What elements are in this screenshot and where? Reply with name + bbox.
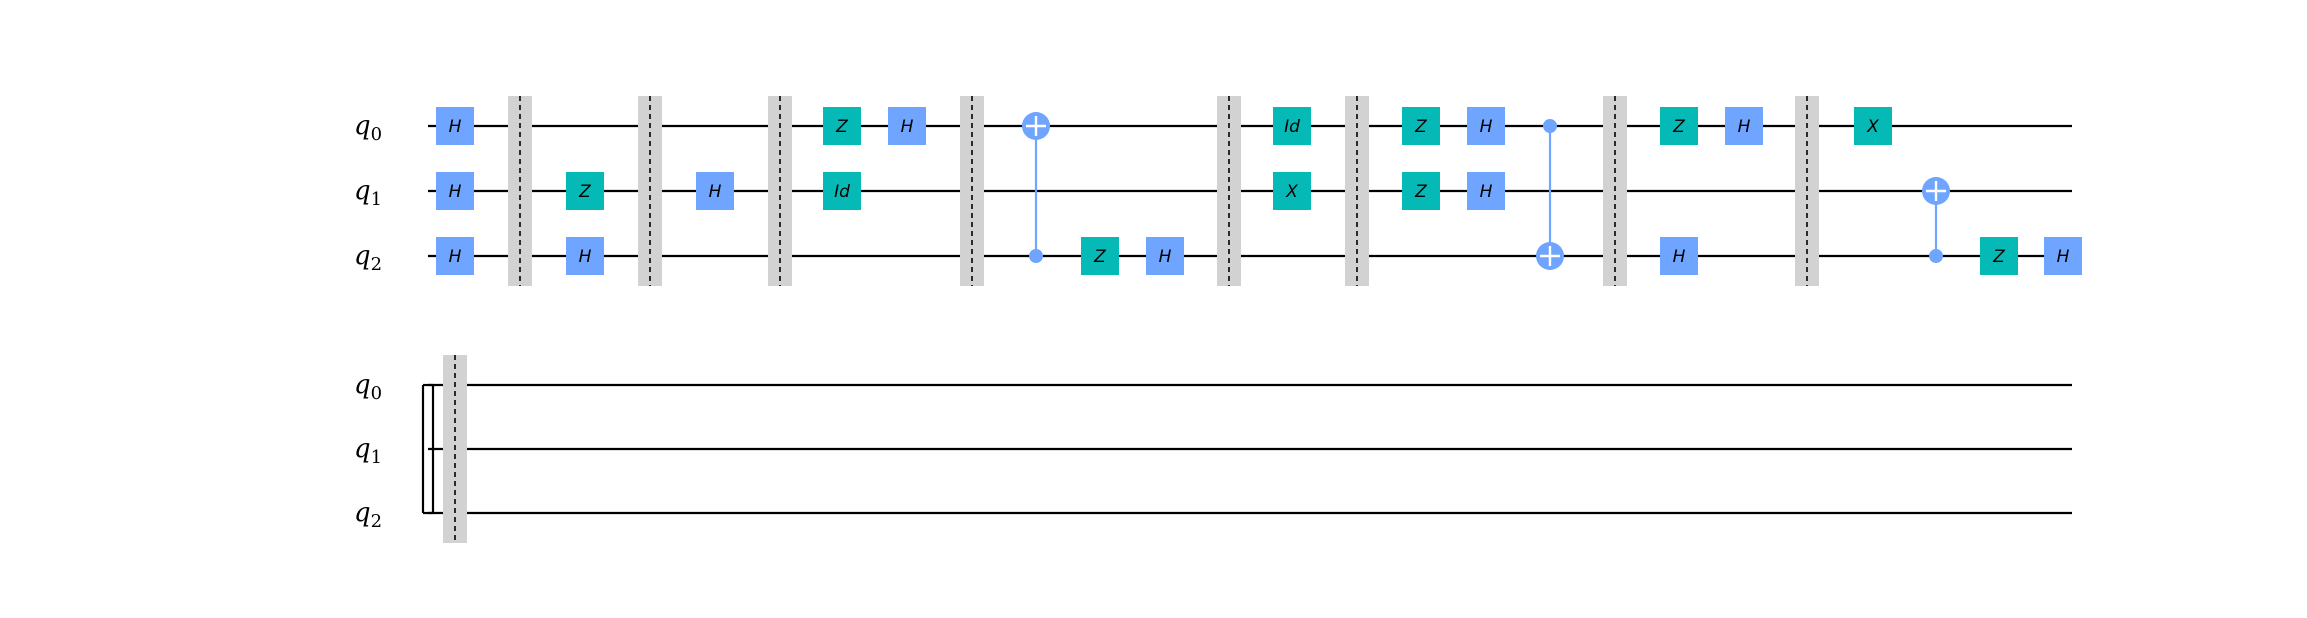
qubit-label-q2: q2 <box>354 241 382 275</box>
gate-label: Z <box>1414 117 1427 137</box>
barrier <box>508 96 532 286</box>
barrier <box>1603 96 1627 286</box>
control-dot <box>1029 249 1043 263</box>
qubit-label-q0: q0 <box>354 111 382 145</box>
gate-label: Z <box>1414 182 1427 202</box>
gate-h-q1: H <box>696 172 734 210</box>
gate-label: H <box>1159 247 1172 267</box>
gate-h-q2: H <box>2044 237 2082 275</box>
gate-h-q0: H <box>1725 107 1763 145</box>
qubit-label-q0: q0 <box>354 370 382 404</box>
gate-label: H <box>1673 247 1686 267</box>
gate-h-q2: H <box>1660 237 1698 275</box>
target-plus-icon <box>1022 112 1050 140</box>
gate-z-q0: Z <box>1660 107 1698 145</box>
gate-label: H <box>1480 117 1493 137</box>
gate-label: H <box>449 117 462 137</box>
gate-label: Z <box>1992 247 2005 267</box>
gate-z-q0: Z <box>823 107 861 145</box>
target-plus-icon <box>1922 177 1950 205</box>
gate-x-q0: X <box>1854 107 1892 145</box>
gate-z-q1: Z <box>566 172 604 210</box>
circuit-row-1: q0 q1 q2 <box>354 355 2072 543</box>
gate-z-q0: Z <box>1402 107 1440 145</box>
gate-h-q2: H <box>436 237 474 275</box>
cnot-gate <box>1922 177 1950 263</box>
gate-label: H <box>449 182 462 202</box>
barrier <box>768 96 792 286</box>
gate-label: Z <box>1672 117 1685 137</box>
gate-h-q0: H <box>436 107 474 145</box>
gate-h-q2: H <box>1146 237 1184 275</box>
barrier <box>1217 96 1241 286</box>
gate-h-q0: H <box>1467 107 1505 145</box>
qubit-label-q1: q1 <box>354 176 382 210</box>
gate-label: H <box>901 117 914 137</box>
barrier <box>1345 96 1369 286</box>
gate-label: H <box>1480 182 1493 202</box>
gate-id-q0: Id <box>1273 107 1311 145</box>
gate-label: Z <box>835 117 848 137</box>
gate-label: X <box>1285 182 1298 202</box>
gate-label: H <box>709 182 722 202</box>
barrier <box>960 96 984 286</box>
barrier <box>443 355 467 543</box>
gate-h-q2: H <box>566 237 604 275</box>
gate-label: Id <box>834 182 850 202</box>
barrier <box>638 96 662 286</box>
register-bracket <box>421 383 435 515</box>
gate-label: X <box>1866 117 1879 137</box>
gate-x-q1: X <box>1273 172 1311 210</box>
gate-label: Z <box>578 182 591 202</box>
gate-id-q1: Id <box>823 172 861 210</box>
cnot-gate <box>1536 119 1564 270</box>
gate-label: Id <box>1284 117 1300 137</box>
control-dot <box>1543 119 1557 133</box>
gate-label: Z <box>1093 247 1106 267</box>
control-dot <box>1929 249 1943 263</box>
barrier <box>1795 96 1819 286</box>
gate-h-q1: H <box>1467 172 1505 210</box>
gate-h-q0: H <box>888 107 926 145</box>
gate-z-q2: Z <box>1081 237 1119 275</box>
qubit-label-q2: q2 <box>354 498 382 532</box>
gate-label: H <box>2057 247 2070 267</box>
gate-label: H <box>1738 117 1751 137</box>
gate-h-q1: H <box>436 172 474 210</box>
cnot-gate <box>1022 112 1050 263</box>
qubit-label-q1: q1 <box>354 434 382 468</box>
gate-label: H <box>579 247 592 267</box>
gate-label: H <box>449 247 462 267</box>
target-plus-icon <box>1536 242 1564 270</box>
gate-z-q2: Z <box>1980 237 2018 275</box>
gate-z-q1: Z <box>1402 172 1440 210</box>
